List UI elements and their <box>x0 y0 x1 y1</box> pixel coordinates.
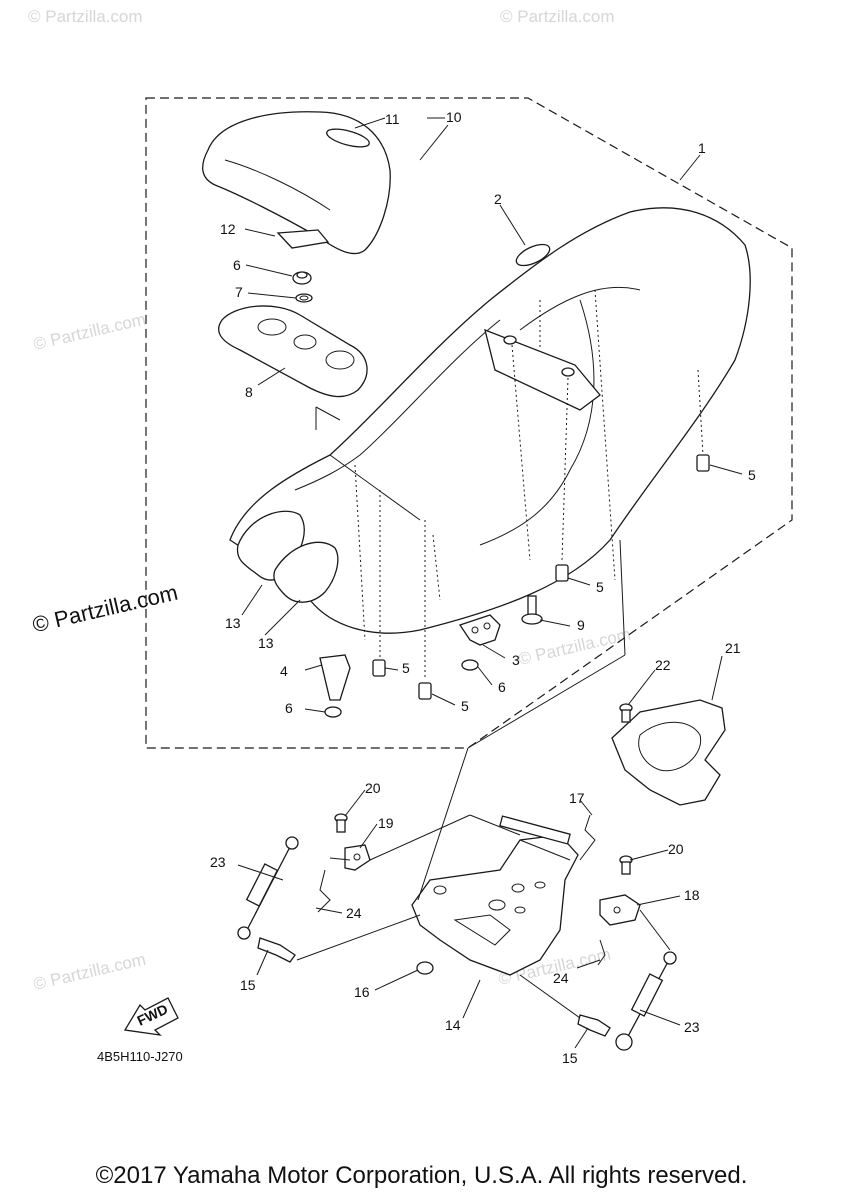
callout-5: 5 <box>596 579 604 595</box>
callout-15: 15 <box>240 977 256 993</box>
bolts-part-20 <box>334 813 633 875</box>
callout-19: 19 <box>378 815 394 831</box>
callout-15: 15 <box>562 1050 578 1066</box>
callout-23: 23 <box>684 1019 700 1035</box>
callout-13: 13 <box>258 635 274 651</box>
seat-frame-part-14 <box>411 815 579 976</box>
fwd-arrow: FWD <box>123 997 179 1036</box>
callout-20: 20 <box>365 780 381 796</box>
watermark-text: © Partzilla.com <box>517 625 633 669</box>
bracket-part-21 <box>611 699 726 806</box>
bolts-part-5 <box>372 454 710 700</box>
callout-17: 17 <box>569 790 585 806</box>
seat-damper-pad <box>276 229 330 249</box>
gas-strut-left <box>237 836 299 940</box>
callout-1: 1 <box>698 140 706 156</box>
callout-8: 8 <box>245 384 253 400</box>
bracket-part-4 <box>319 654 351 718</box>
bolt-part-22 <box>619 703 633 723</box>
callout-11: 11 <box>385 111 400 127</box>
seat-grommet <box>515 243 551 267</box>
assembly-boundary <box>145 97 793 749</box>
hinge-bracket-part-18 <box>599 894 641 926</box>
callout-5: 5 <box>402 660 410 676</box>
watermark-text: © Partzilla.com <box>28 7 143 26</box>
drawing-code: 4B5H110-J270 <box>97 1049 183 1064</box>
callout-10: 10 <box>446 109 462 125</box>
callout-21: 21 <box>725 640 741 656</box>
callout-12: 12 <box>220 221 236 237</box>
clips <box>317 814 606 966</box>
callout-24: 24 <box>346 905 362 921</box>
callout-16: 16 <box>354 984 370 1000</box>
hidden-lines <box>354 289 704 680</box>
stud-part-15-right <box>577 1014 611 1037</box>
callout-24: 24 <box>553 970 569 986</box>
callout-numbers: 1 2 3 4 5 5 5 5 6 6 6 7 8 9 10 11 12 13 … <box>210 109 756 1066</box>
watermark-text: © Partzilla.com <box>500 7 615 26</box>
stud-part-15-left <box>257 937 296 963</box>
callout-13: 13 <box>225 615 241 631</box>
nut-part-16 <box>416 961 434 975</box>
callout-22: 22 <box>655 657 671 673</box>
bolt-part-9 <box>521 595 543 625</box>
watermark-text: © Partzilla.com <box>32 310 148 354</box>
callout-23: 23 <box>210 854 226 870</box>
callout-2: 2 <box>494 191 502 207</box>
assembly-lines <box>296 406 671 1019</box>
callout-6: 6 <box>285 700 293 716</box>
hinge-bracket-part-19 <box>344 844 371 871</box>
callout-14: 14 <box>445 1017 461 1033</box>
callout-4: 4 <box>280 663 288 679</box>
callout-20: 20 <box>668 841 684 857</box>
callout-9: 9 <box>577 617 585 633</box>
callout-18: 18 <box>684 887 700 903</box>
callout-7: 7 <box>235 284 243 300</box>
callout-6: 6 <box>498 679 506 695</box>
callout-3: 3 <box>512 652 520 668</box>
watermark-text: © Partzilla.com <box>32 950 148 994</box>
nut-and-washer <box>292 271 313 303</box>
gas-strut-right <box>615 951 677 1051</box>
callout-5: 5 <box>748 467 756 483</box>
bracket-part-3 <box>458 614 501 671</box>
callout-6: 6 <box>233 257 241 273</box>
callout-5: 5 <box>461 698 469 714</box>
copyright-notice: ©2017 Yamaha Motor Corporation, U.S.A. A… <box>95 1162 748 1189</box>
seat-base-plate <box>218 305 368 398</box>
main-seat <box>229 207 751 634</box>
passenger-seat-pad <box>202 111 391 255</box>
leader-lines <box>237 117 743 1049</box>
